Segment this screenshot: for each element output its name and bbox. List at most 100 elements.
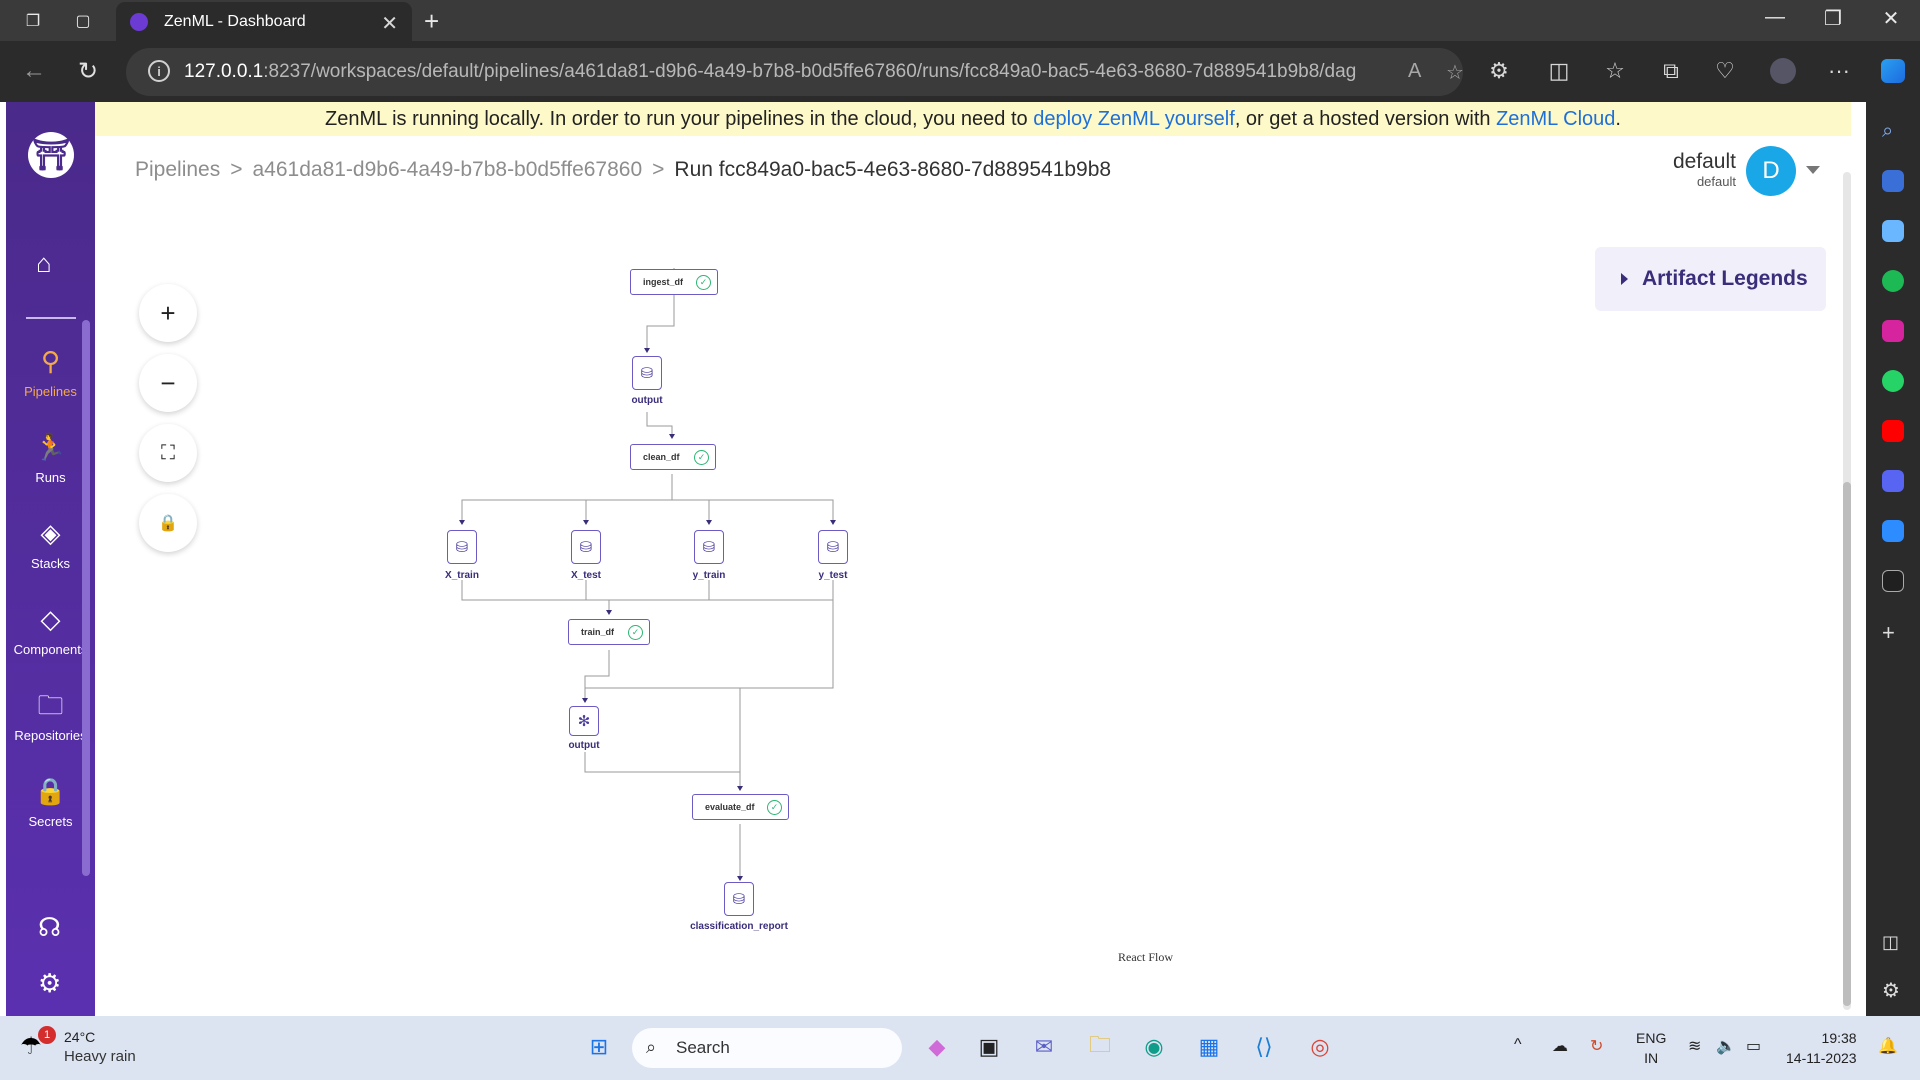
sidebar-item-repositories[interactable]: 🗀 Repositories	[6, 690, 95, 743]
support-icon[interactable]: ☊	[38, 912, 62, 942]
region-code: IN	[1644, 1050, 1659, 1066]
step-node-train[interactable]: train_df ✓	[568, 619, 650, 645]
banner-text-1: ZenML is running locally. In order to ru…	[325, 108, 1034, 130]
avatar[interactable]: D	[1746, 146, 1796, 196]
workspace-selector[interactable]: default default	[1660, 150, 1736, 189]
chevron-down-icon[interactable]	[1806, 166, 1820, 174]
profile-avatar-icon[interactable]	[1768, 56, 1798, 86]
close-window-icon[interactable]: ✕	[1882, 8, 1900, 30]
minimize-icon[interactable]: —	[1765, 6, 1785, 28]
check-circle-icon: ✓	[767, 800, 782, 815]
spotify-icon[interactable]	[1882, 270, 1904, 292]
fit-view-button[interactable]: ⛶	[139, 424, 197, 482]
chatgpt-icon[interactable]	[1882, 570, 1904, 592]
split-screen-icon[interactable]: ◫	[1548, 58, 1570, 83]
health-icon[interactable]: ♡	[1715, 58, 1735, 83]
sidebar-item-pipelines[interactable]: ⚲ Pipelines	[6, 346, 95, 399]
step-node-evaluate[interactable]: evaluate_df ✓	[692, 794, 789, 820]
step-label: clean_df	[643, 452, 680, 462]
breadcrumb-pipelines[interactable]: Pipelines	[135, 158, 221, 181]
zoom-in-button[interactable]: +	[139, 284, 197, 342]
volume-icon[interactable]: 🔈	[1716, 1038, 1736, 1055]
address-bar[interactable]: i 127.0.0.1:8237/workspaces/default/pipe…	[126, 48, 1464, 96]
chrome-icon[interactable]: ◎	[1310, 1034, 1330, 1059]
sidebar-item-components[interactable]: ◇ Components	[6, 604, 95, 657]
edit-sidebar-icon[interactable]	[1882, 220, 1904, 242]
microsoft-store-icon[interactable]: ▦	[1198, 1034, 1220, 1059]
vscode-icon[interactable]: ⟨⟩	[1255, 1034, 1273, 1059]
task-view-icon[interactable]: ▣	[978, 1034, 1000, 1059]
deploy-zenml-link[interactable]: deploy ZenML yourself	[1033, 108, 1235, 130]
page-scrollbar-thumb[interactable]	[1843, 482, 1851, 1006]
step-node-clean[interactable]: clean_df ✓	[630, 444, 716, 470]
sync-icon[interactable]: ↻	[1590, 1038, 1604, 1055]
zoom-out-button[interactable]: −	[139, 354, 197, 412]
edge-settings-icon[interactable]: ⚙	[1882, 980, 1900, 1002]
system-clock[interactable]: 19:38 14-11-2023	[1786, 1028, 1857, 1068]
more-menu-icon[interactable]: ···	[1828, 58, 1850, 83]
back-icon[interactable]: ←	[22, 57, 46, 84]
favorites-icon[interactable]: ☆	[1605, 58, 1625, 83]
battery-icon[interactable]: ▭	[1746, 1038, 1762, 1055]
dag-canvas[interactable]: ingest_df ✓ ⛁ output clean_df ✓ ⛁ X_trai…	[0, 102, 1866, 1016]
instagram-icon[interactable]	[1882, 320, 1904, 342]
artifact-node-classification-report[interactable]: ⛁	[724, 882, 754, 916]
sidebar-item-label: Pipelines	[24, 384, 77, 399]
home-icon[interactable]: ⌂	[36, 248, 52, 278]
notifications-icon[interactable]: 🔔	[1878, 1038, 1898, 1055]
zenml-logo-icon[interactable]: ⛩	[28, 132, 74, 178]
breadcrumb-pipeline-id[interactable]: a461da81-d9b6-4a49-b7b8-b0d5ffe67860	[252, 158, 643, 181]
refresh-icon[interactable]: ↻	[77, 57, 99, 85]
sidebar-toggle-icon[interactable]: ◫	[1882, 932, 1900, 952]
search-sidebar-icon[interactable]: ⌕	[1882, 120, 1894, 142]
new-tab-icon[interactable]: +	[424, 6, 440, 36]
zoom-icon[interactable]	[1882, 520, 1904, 542]
react-flow-attribution[interactable]: React Flow	[1118, 950, 1173, 964]
discord-icon[interactable]	[1882, 470, 1904, 492]
workspaces-icon[interactable]: ❐	[25, 13, 41, 30]
artifact-node-y-train[interactable]: ⛁	[694, 530, 724, 564]
extensions-icon[interactable]: ⚙	[1489, 58, 1509, 83]
copilot-icon[interactable]	[1878, 56, 1908, 86]
artifact-legends-toggle[interactable]: Artifact Legends	[1595, 247, 1826, 311]
language-indicator[interactable]: ENG IN	[1636, 1028, 1666, 1068]
zenml-cloud-link[interactable]: ZenML Cloud	[1496, 108, 1616, 130]
artifact-node-ingest-output[interactable]: ⛁	[632, 356, 662, 390]
step-node-ingest[interactable]: ingest_df ✓	[630, 269, 718, 295]
windows-start-icon[interactable]: ⊞	[589, 1034, 609, 1059]
teams-chat-icon[interactable]: ✉	[1034, 1034, 1054, 1059]
tray-overflow-icon[interactable]: ^	[1514, 1036, 1522, 1053]
read-aloud-icon[interactable]: A	[1408, 60, 1422, 82]
sidebar-item-stacks[interactable]: ◈ Stacks	[6, 518, 95, 571]
zenml-favicon-icon	[130, 12, 148, 31]
lock-button[interactable]: 🔒	[139, 494, 197, 552]
favorite-star-icon[interactable]: ☆	[1446, 62, 1464, 84]
page-scrollbar[interactable]	[1843, 172, 1851, 1010]
settings-icon[interactable]: ⚙	[38, 968, 62, 998]
site-info-icon[interactable]: i	[148, 60, 170, 82]
tab-actions-icon[interactable]: ▢	[75, 13, 91, 30]
copilot-app-icon[interactable]: ◆	[928, 1034, 946, 1059]
artifact-node-x-train[interactable]: ⛁	[447, 530, 477, 564]
add-sidebar-icon[interactable]: +	[1882, 620, 1895, 645]
nav-scrollbar[interactable]	[82, 320, 90, 876]
step-label: train_df	[581, 627, 615, 637]
sidebar-item-runs[interactable]: 🏃 Runs	[6, 432, 95, 485]
wifi-icon[interactable]: ≋	[1688, 1038, 1702, 1055]
artifact-node-model-output[interactable]: ✻	[569, 706, 599, 736]
taskbar-search[interactable]: ⌕ Search	[632, 1028, 902, 1068]
model-icon: ✻	[577, 713, 591, 730]
artifact-node-y-test[interactable]: ⛁	[818, 530, 848, 564]
browser-tab-active[interactable]: ZenML - Dashboard ✕	[116, 2, 412, 41]
close-tab-icon[interactable]: ✕	[381, 13, 398, 35]
sidebar-item-secrets[interactable]: 🔒 Secrets	[6, 776, 95, 829]
youtube-icon[interactable]	[1882, 420, 1904, 442]
copilot-sidebar-icon[interactable]	[1882, 170, 1904, 192]
file-explorer-icon[interactable]: 🗀	[1088, 1032, 1111, 1057]
artifact-node-x-test[interactable]: ⛁	[571, 530, 601, 564]
onedrive-icon[interactable]: ☁	[1552, 1038, 1568, 1055]
edge-browser-icon[interactable]: ◉	[1144, 1034, 1164, 1059]
restore-icon[interactable]: ❐	[1824, 8, 1842, 30]
collections-icon[interactable]: ⧉	[1663, 58, 1679, 83]
whatsapp-icon[interactable]	[1882, 370, 1904, 392]
